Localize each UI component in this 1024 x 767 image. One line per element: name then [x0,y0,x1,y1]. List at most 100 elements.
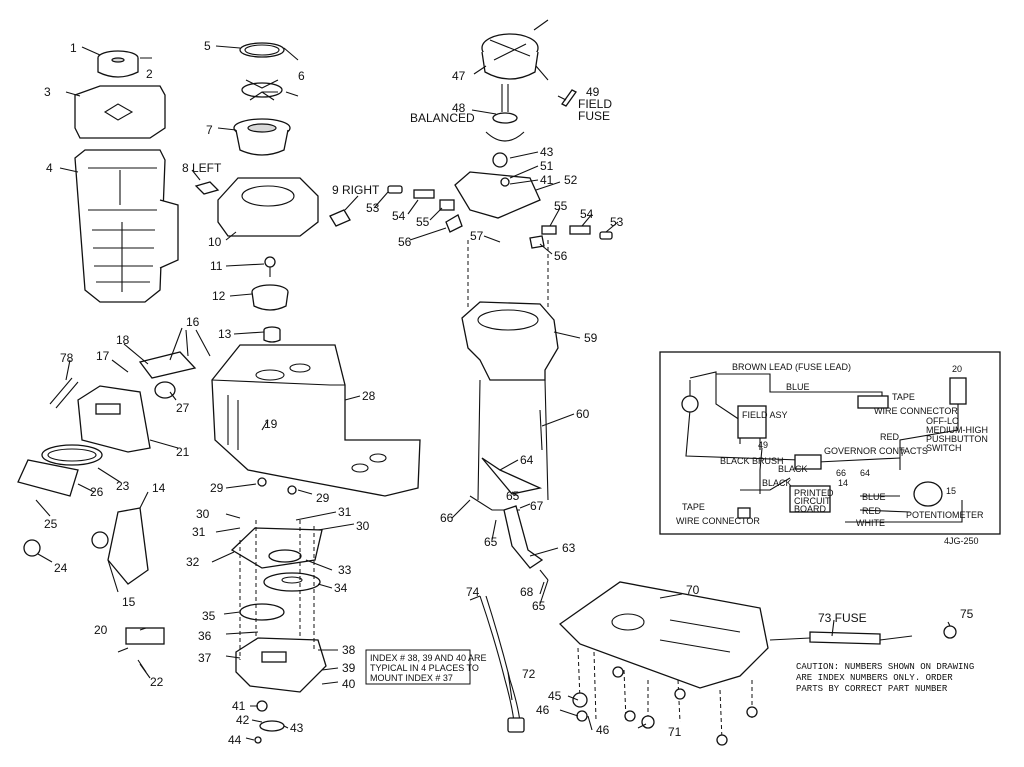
label-29a: 29 [210,481,224,495]
wiring-n7: 7 [900,448,905,458]
label-56b: 56 [554,249,568,263]
wiring-red-1: RED [880,432,900,442]
part-coupler [251,284,289,311]
label-75: 75 [960,607,974,621]
part-gasket-23 [41,444,103,466]
label-8: 8 LEFT [182,161,222,175]
label-43: 43 [290,721,304,735]
part-housing-28 [211,344,421,497]
part-screw-68 [539,569,549,581]
label-70: 70 [686,583,700,597]
wiring-n49: 49 [758,440,768,450]
wiring-tape-2: TAPE [682,502,705,512]
label-64: 64 [520,453,534,467]
label-66: 66 [440,511,454,525]
wiring-wire-connector-1: WIRE CONNECTOR [874,406,958,416]
part-base-37 [235,637,327,693]
label-18: 18 [116,333,130,347]
part-fuse-49 [561,89,577,107]
part-base-plate-70 [558,581,769,689]
part-blade [241,79,283,101]
wiring-n66: 66 [836,468,846,478]
label-43b: 43 [540,145,554,159]
label-14: 14 [152,481,166,495]
label-10: 10 [208,235,222,249]
label-1: 1 [70,41,77,55]
wiring-potentiometer: POTENTIOMETER [906,510,984,520]
label-44: 44 [228,733,242,747]
part-cord-72-74 [479,595,525,733]
note-line-3: MOUNT INDEX # 37 [370,673,453,683]
label-71: 71 [668,725,682,739]
label-78: 78 [60,351,74,365]
label-30b: 30 [356,519,370,533]
label-53a: 53 [366,201,380,215]
label-31b: 31 [338,505,352,519]
label-19: 19 [264,417,278,431]
label-55b: 55 [554,199,568,213]
wiring-red-2: RED [862,506,882,516]
wiring-black-2: BLACK [762,478,792,488]
part-jar-cover [74,85,166,139]
part-bracket-63 [503,505,544,569]
part-nameplate-26 [17,459,79,497]
part-jar [74,149,179,303]
label-38: 38 [342,643,356,657]
wiring-blue-1: BLUE [786,382,810,392]
label-73: 73 FUSE [818,611,867,625]
part-screw-11 [264,256,276,277]
part-gear-33-34 [263,549,321,592]
label-65a: 65 [506,489,520,503]
part-blade-housing [233,118,291,156]
alignment-lines [239,240,753,741]
wiring-black-1: BLACK [778,464,808,474]
label-45: 45 [548,689,562,703]
wiring-printed-1: PRINTED [794,488,834,498]
label-67: 67 [530,499,544,513]
label-54b: 54 [580,207,594,221]
label-41b: 41 [540,173,554,187]
label-65b: 65 [484,535,498,549]
label-49: 49 [586,85,600,99]
label-39: 39 [342,661,356,675]
caution-text: CAUTION: NUMBERS SHOWN ON DRAWING ARE IN… [796,662,974,694]
label-36: 36 [198,629,212,643]
label-9: 9 RIGHT [332,183,380,197]
label-24: 24 [54,561,68,575]
part-plate-32 [230,527,323,569]
part-nut-24 [23,539,41,557]
wiring-n15: 15 [946,486,956,496]
wiring-switch-3: PUSHBUTTON [926,434,988,444]
label-65c: 65 [532,599,546,613]
part-lid-cap [97,50,139,78]
part-gear-35 [239,603,285,621]
label-16: 16 [186,315,200,329]
mounting-note: INDEX # 38, 39 AND 40 ARE TYPICAL IN 4 P… [365,649,487,685]
part-screw-75 [943,625,957,639]
label-20: 20 [94,623,108,637]
label-33: 33 [338,563,352,577]
label-54a: 54 [392,209,406,223]
part-switch-16 [138,351,197,379]
label-22: 22 [150,675,164,689]
label-15: 15 [122,595,136,609]
part-knob-27 [154,381,176,399]
wiring-printed-3: BOARD [794,504,827,514]
part-gasket [239,42,285,58]
label-47: 47 [452,69,466,83]
wiring-tape-1: TAPE [892,392,915,402]
wiring-n64: 64 [860,468,870,478]
wiring-brown-lead: BROWN LEAD (FUSE LEAD) [732,362,851,372]
part-armature-48 [485,84,525,142]
label-4: 4 [46,161,53,175]
label-72: 72 [522,667,536,681]
note-line-2: TYPICAL IN 4 PLACES TO [370,663,479,673]
wiring-field-asy: FIELD ASY [742,410,788,420]
part-clip-left [194,181,220,195]
label-3: 3 [44,85,51,99]
label-2: 2 [146,67,153,81]
label-56a: 56 [398,235,412,249]
part-field-59 [461,301,559,501]
part-bushing-13 [263,326,281,343]
